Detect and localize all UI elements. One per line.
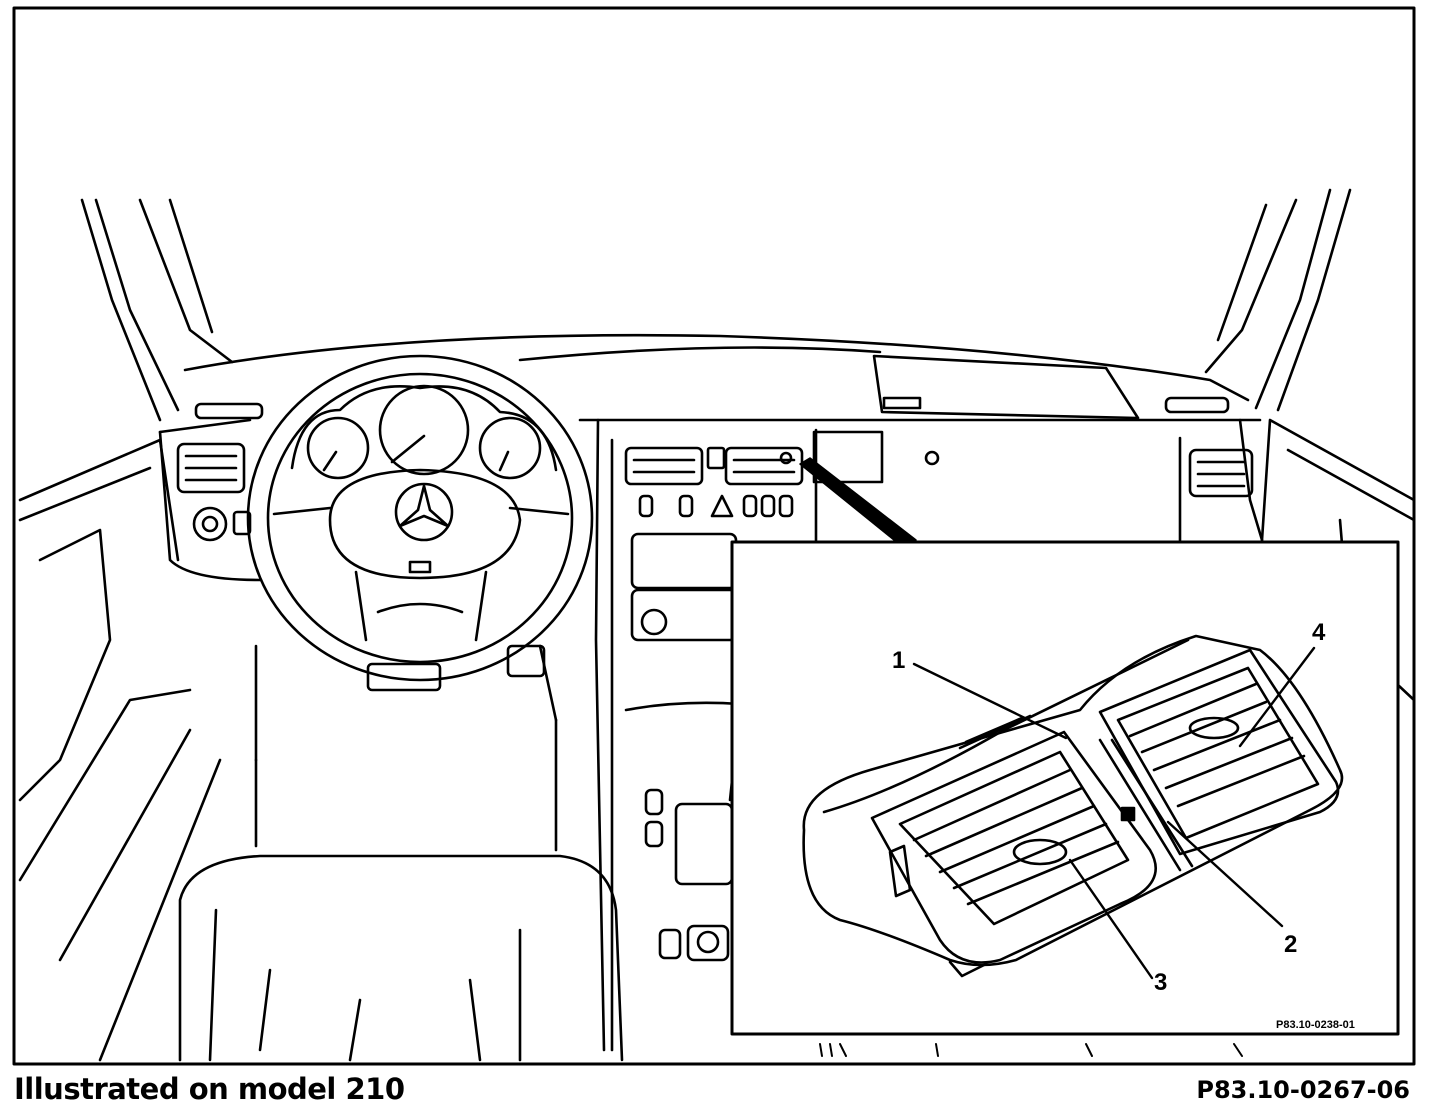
inset-figure-code: P83.10-0238-01	[1276, 1019, 1355, 1031]
inset-frame	[730, 540, 1400, 1036]
driver-seat	[178, 718, 624, 1062]
callout-1: 1	[892, 647, 905, 674]
dashboard	[158, 333, 1264, 582]
inset-leader-line	[799, 457, 917, 541]
callout-2: 2	[1284, 931, 1297, 958]
callout-leaders	[912, 646, 1316, 980]
inset-vent-assembly	[802, 634, 1344, 978]
figure-code: P83.10-0267-06	[1196, 1076, 1410, 1104]
callout-3: 3	[1154, 969, 1167, 996]
centre-console	[594, 418, 940, 1052]
figure-caption: Illustrated on model 210	[14, 1072, 405, 1106]
callout-4: 4	[1312, 619, 1326, 646]
floor-marks	[819, 1043, 1243, 1057]
outer-frame	[12, 6, 1416, 1066]
steering-wheel	[246, 354, 594, 762]
